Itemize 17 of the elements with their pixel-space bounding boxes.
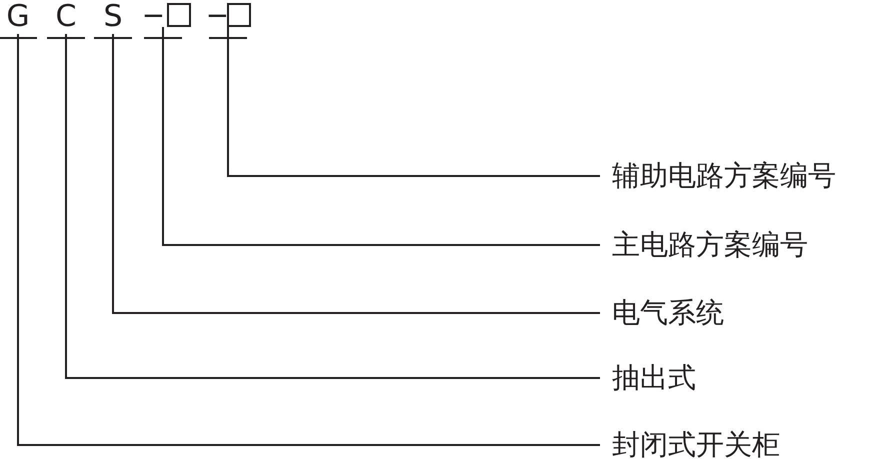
leader-line [112,34,600,314]
leader-line [17,34,600,446]
separator-dash: - [142,0,166,30]
leader-line [65,34,600,379]
meaning-text: 抽出式 [612,361,696,395]
code-letter: G [4,2,32,32]
empty-square [167,3,191,27]
meaning-text: 电气系统 [612,296,724,330]
leader-line [162,27,600,246]
leader-line [227,27,600,177]
code-letter: S [99,2,127,32]
code-letter: C [52,2,80,32]
separator-dash: - [206,0,230,30]
empty-square [227,3,251,27]
meaning-text: 封闭式开关柜 [612,428,780,459]
meaning-text: 主电路方案编号 [612,228,808,262]
meaning-text: 辅助电路方案编号 [612,159,836,193]
